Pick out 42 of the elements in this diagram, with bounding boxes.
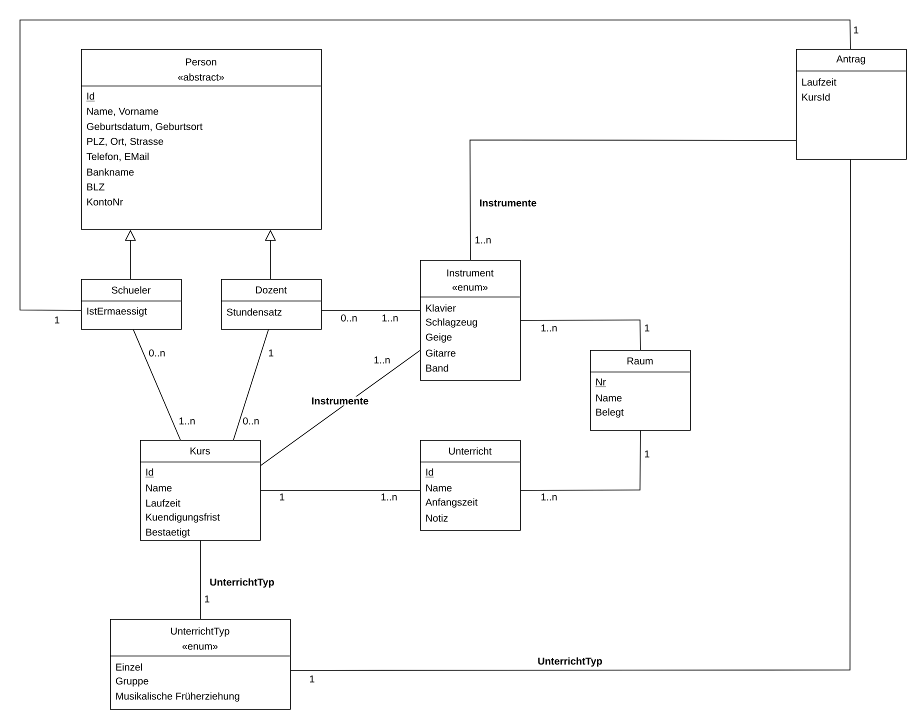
multiplicity-label: 1	[55, 316, 60, 324]
multiplicity-label: 1..n	[541, 324, 557, 332]
multiplicity-label: 1..n	[541, 494, 557, 500]
multiplicity-label: 1..n	[381, 494, 397, 500]
multiplicity-label: 1	[205, 596, 210, 602]
association-line	[260, 350, 420, 466]
association-line	[260, 490, 420, 491]
edge-label: UnterrichtTyp	[208, 577, 276, 589]
multiplicity-label: 1	[854, 26, 858, 34]
association-line	[133, 329, 181, 440]
class-box: Instrument «enum» Klavier Schlagzeug Geige Gitarre Band	[420, 260, 521, 381]
multiplicity-label: 1..n	[374, 356, 390, 364]
association-line	[200, 540, 201, 620]
association-line	[233, 329, 269, 440]
multiplicity-label: 1..n	[475, 236, 491, 244]
multiplicity-label: 1..n	[179, 418, 195, 424]
class-box: Raum Nr Name Belegt	[590, 350, 691, 431]
multiplicity-label: 1	[645, 450, 650, 458]
multiplicity-label: 1	[280, 494, 284, 500]
class-box: Schueler IstErmaessigt	[80, 279, 182, 330]
association-line	[520, 430, 641, 491]
association-line	[520, 320, 641, 350]
class-box: UnterrichtTyp «enum» Einzel Gruppe Musikalische Früherziehung	[110, 619, 291, 710]
association-line	[290, 159, 851, 671]
multiplicity-label: 1	[269, 350, 274, 356]
association-line	[321, 310, 420, 311]
multiplicity-label: 1	[310, 676, 314, 682]
class-box: Unterricht Id Name Anfangszeit Notiz	[420, 440, 521, 531]
association-line	[20, 20, 851, 311]
association-line	[470, 140, 796, 260]
edge-label: Instrumente	[310, 396, 370, 406]
class-box: Dozent Stundensatz	[220, 279, 322, 330]
class-box: Person «abstract» Id Name, Vorname Geburtsdatum, Geburtsort PLZ, Ort, Strasse Telefon, EMail Bankname BLZ KontoNr	[80, 49, 322, 230]
class-box: Kurs Id Name Laufzeit Kuendigungsfrist Bestaetigt	[140, 440, 261, 541]
class-box: Antrag Laufzeit KursId	[796, 49, 907, 160]
multiplicity-label: 1..n	[382, 314, 398, 322]
multiplicity-label: 0..n	[341, 314, 357, 322]
edge-label: UnterrichtTyp	[536, 656, 604, 668]
edge-label: Instrumente	[478, 198, 538, 208]
multiplicity-label: 0..n	[243, 417, 259, 425]
multiplicity-label: 0..n	[149, 349, 165, 357]
multiplicity-label: 1	[645, 324, 650, 332]
